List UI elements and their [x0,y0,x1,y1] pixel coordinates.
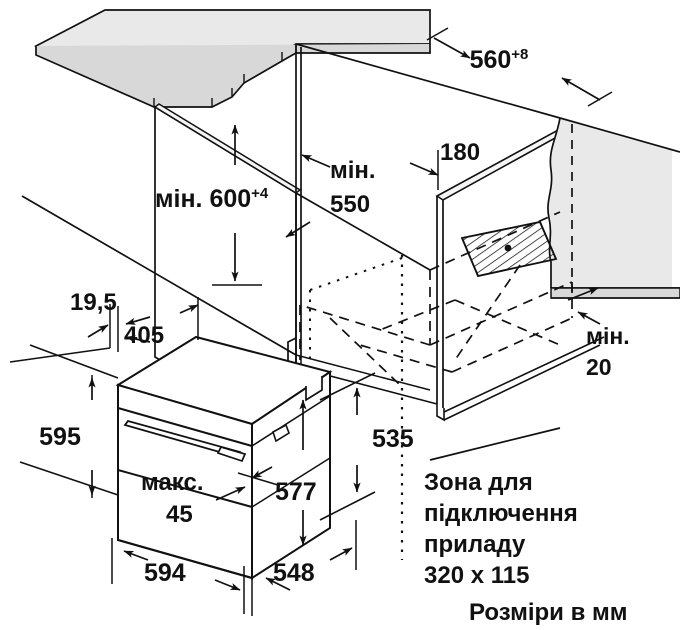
svg-text:19,5: 19,5 [70,289,117,316]
dim-body-height-535 [319,372,376,521]
label-niche-height-600: мін. 600+4 [155,185,269,213]
svg-text:Розміри в мм: Розміри в мм [469,599,628,626]
label-units-note: Розміри в мм [469,599,628,626]
label-niche-depth-560: 560+8 [470,46,529,74]
svg-text:550: 550 [330,191,370,218]
svg-text:Зона для: Зона для [424,469,533,496]
dim-appliance-height-595 [19,344,119,498]
dim-door-gap-max-45 [215,466,279,501]
dim-rear-gap-20 [567,287,601,325]
dim-appliance-depth-548 [265,520,357,591]
svg-text:594: 594 [144,559,186,587]
label-appliance-depth-548: 548 [273,559,315,587]
svg-text:535: 535 [372,425,414,453]
svg-text:595: 595 [39,423,81,451]
svg-text:приладу: приладу [424,531,526,558]
label-connection-zone: Зона для підключення приладу 320 x 115 [424,469,578,589]
connection-zone-leader [429,427,561,461]
connection-zone-hatched-box [460,220,558,278]
cabinet-interior [287,43,605,422]
dim-niche-width-550 [285,221,311,238]
svg-text:45: 45 [166,501,193,528]
svg-text:підключення: підключення [424,500,578,527]
svg-text:577: 577 [275,478,317,506]
label-appliance-width-594: 594 [144,559,186,587]
label-body-height-535: 535 [372,425,414,453]
dim-appliance-width-594 [111,538,253,616]
svg-text:мін.: мін. [586,323,630,349]
oven-appliance [115,335,333,580]
svg-text:20: 20 [586,354,612,380]
right-wall-panel [547,117,680,300]
dim-niche-height-600 [212,124,262,286]
label-front-trim-19-5: 19,5 [70,289,117,316]
svg-text:320 x 115: 320 x 115 [424,562,529,589]
label-niche-width-550: мін. 550 [330,157,376,218]
countertop-slab [34,9,431,108]
svg-text:мін.: мін. [330,157,376,184]
svg-text:560+8: 560+8 [470,46,529,74]
svg-text:макс.: макс. [141,469,204,496]
svg-text:мін. 600+4: мін. 600+4 [155,185,269,213]
dim-shelf-offset-180 [301,150,439,190]
label-rear-gap-20: мін. 20 [586,323,630,380]
floor-and-support-lines [9,195,431,391]
dim-panel-depth-405 [125,297,199,343]
dim-niche-depth-560 [426,27,613,107]
label-inner-height-577: 577 [275,478,317,506]
svg-text:548: 548 [273,559,315,587]
hidden-edges-dashed [299,211,573,386]
svg-text:405: 405 [124,322,164,349]
label-shelf-offset-180: 180 [440,139,480,166]
label-door-gap-max-45: макс. 45 [141,469,204,528]
label-appliance-height-595: 595 [39,423,81,451]
label-panel-depth-405: 405 [124,322,164,349]
dim-front-trim-19-5 [87,304,119,352]
svg-text:180: 180 [440,139,480,166]
